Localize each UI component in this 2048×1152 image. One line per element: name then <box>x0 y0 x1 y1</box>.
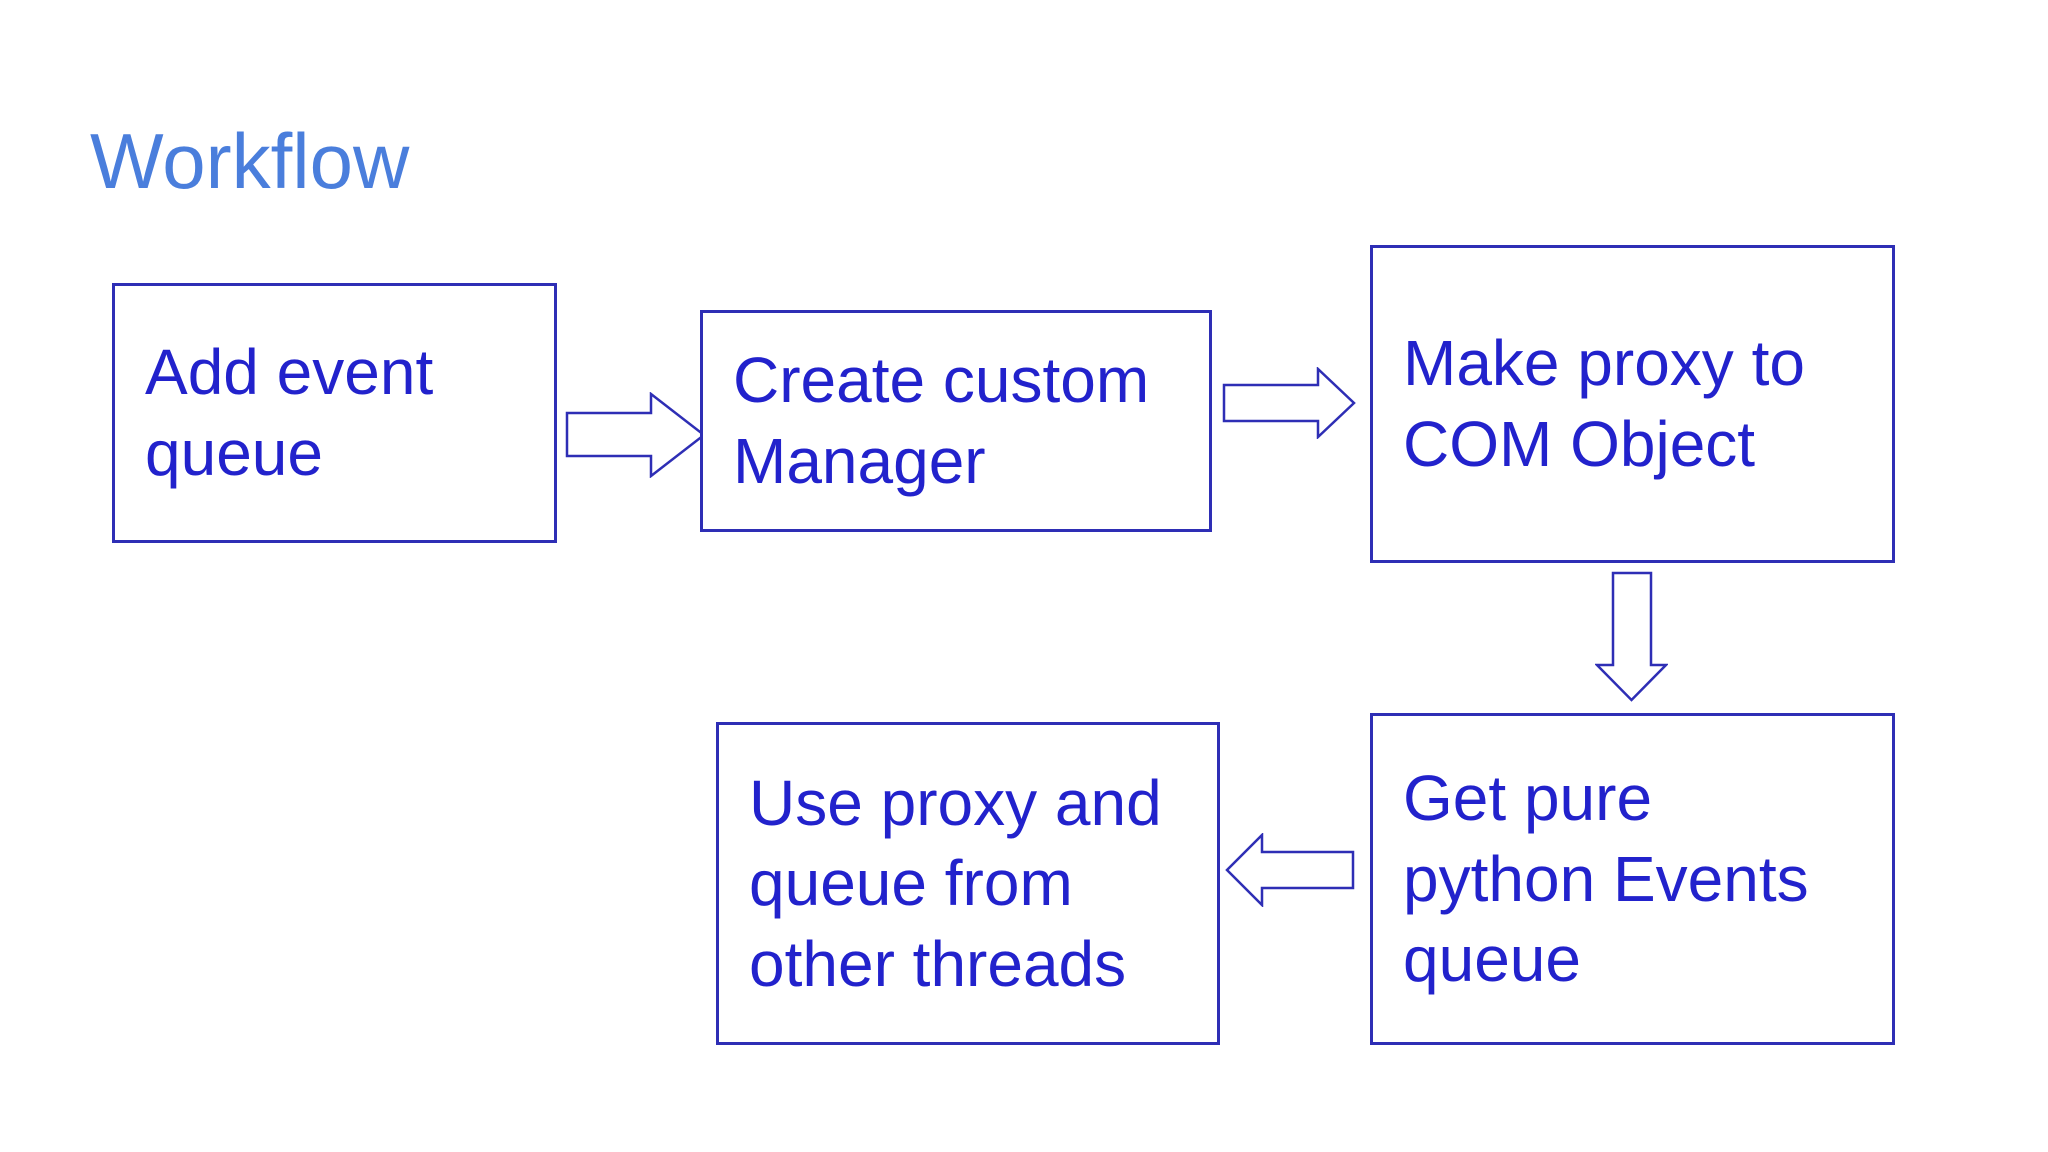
flow-node-label: Make proxy to COM Object <box>1403 327 1805 480</box>
arrow-down-icon <box>1595 571 1668 702</box>
flow-node-use-proxy-and-queue: Use proxy and queue from other threads <box>716 722 1220 1045</box>
arrow-right-icon <box>1222 367 1356 439</box>
arrow-left-icon <box>1225 833 1355 907</box>
flow-node-label: Use proxy and queue from other threads <box>749 766 1162 1000</box>
flow-node-label: Create custom Manager <box>733 344 1150 497</box>
arrow-right-icon <box>565 392 706 478</box>
flow-node-add-event-queue: Add event queue <box>112 283 557 543</box>
flow-node-label: Get pure python Events queue <box>1403 762 1809 996</box>
flow-node-get-pure-python-events-queue: Get pure python Events queue <box>1370 713 1895 1045</box>
page-title: Workflow <box>90 117 410 205</box>
flow-node-create-custom-manager: Create custom Manager <box>700 310 1212 532</box>
flow-node-label: Add event queue <box>145 336 434 489</box>
flow-node-make-proxy-to-com-object: Make proxy to COM Object <box>1370 245 1895 563</box>
